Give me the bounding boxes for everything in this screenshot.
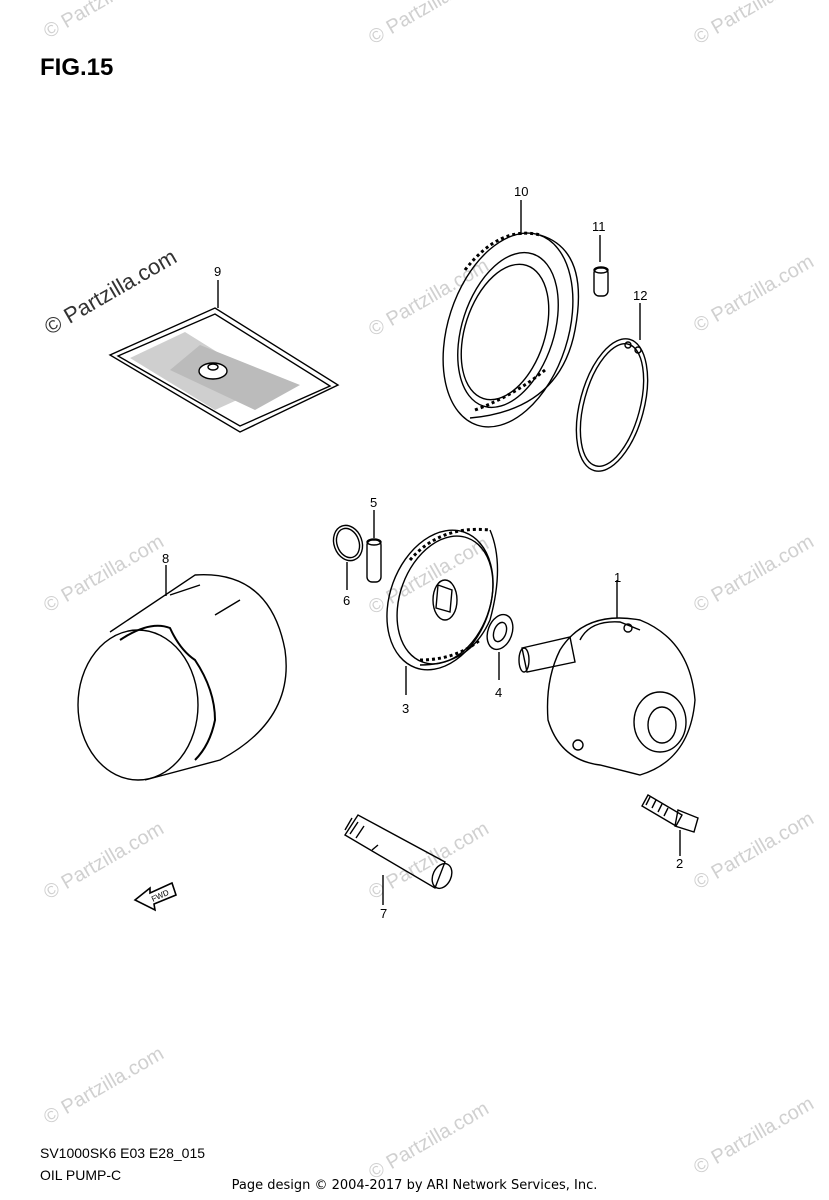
callout-8: 8 [162,551,169,566]
oil-strainer [108,307,340,433]
oil-jet [344,814,453,890]
callout-12: 12 [633,288,647,303]
callout-9: 9 [214,264,221,279]
callout-6: 6 [343,593,350,608]
callout-2: 2 [676,856,683,871]
callout-7: 7 [380,906,387,921]
washer [486,613,514,651]
callout-1: 1 [614,570,621,585]
callout-4: 4 [495,685,502,700]
callout-3: 3 [402,701,409,716]
figure-name: OIL PUMP-C [40,1167,122,1183]
page-footer: Page design © 2004-2017 by ARI Network S… [231,1178,598,1193]
small-circlip [332,524,364,562]
bolt [641,794,699,833]
fwd-arrow-icon: FWD [133,881,177,912]
circlip [575,338,649,472]
pump-drive-gear [386,527,499,671]
callout-10: 10 [514,184,528,199]
oil-pump [518,617,696,776]
callout-11: 11 [592,219,606,234]
pin [366,538,382,583]
oil-filter [77,574,287,781]
figure-title: FIG.15 [40,54,114,81]
driven-gear [442,231,580,428]
callout-5: 5 [370,495,377,510]
figure-code: SV1000SK6 E03 E28_015 [40,1145,206,1161]
dowel-pin [593,266,609,297]
